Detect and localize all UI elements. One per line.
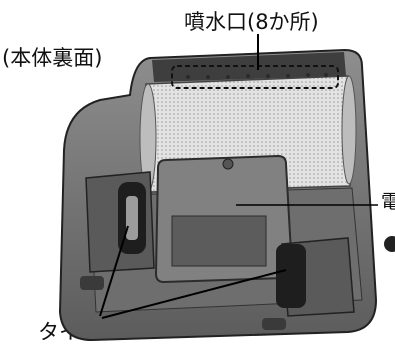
left-tire-hub — [126, 196, 138, 240]
nozzle-dots — [186, 73, 328, 79]
foot-bottom-right — [262, 318, 286, 330]
cut-off-label: 電 — [381, 191, 395, 213]
roller-end-right — [341, 75, 357, 185]
right-tire — [276, 244, 306, 308]
cover-screw — [222, 158, 234, 170]
nozzle-box — [171, 65, 339, 89]
black-dot-icon — [384, 236, 395, 252]
tire-leader-right — [101, 269, 287, 319]
foot-bottom-left — [80, 276, 104, 290]
nozzle-label: 噴水口(8か所) — [184, 10, 319, 34]
view-label: (本体裏面) — [2, 46, 103, 70]
tire-leader-left — [99, 225, 129, 317]
cover-recess — [171, 215, 267, 267]
